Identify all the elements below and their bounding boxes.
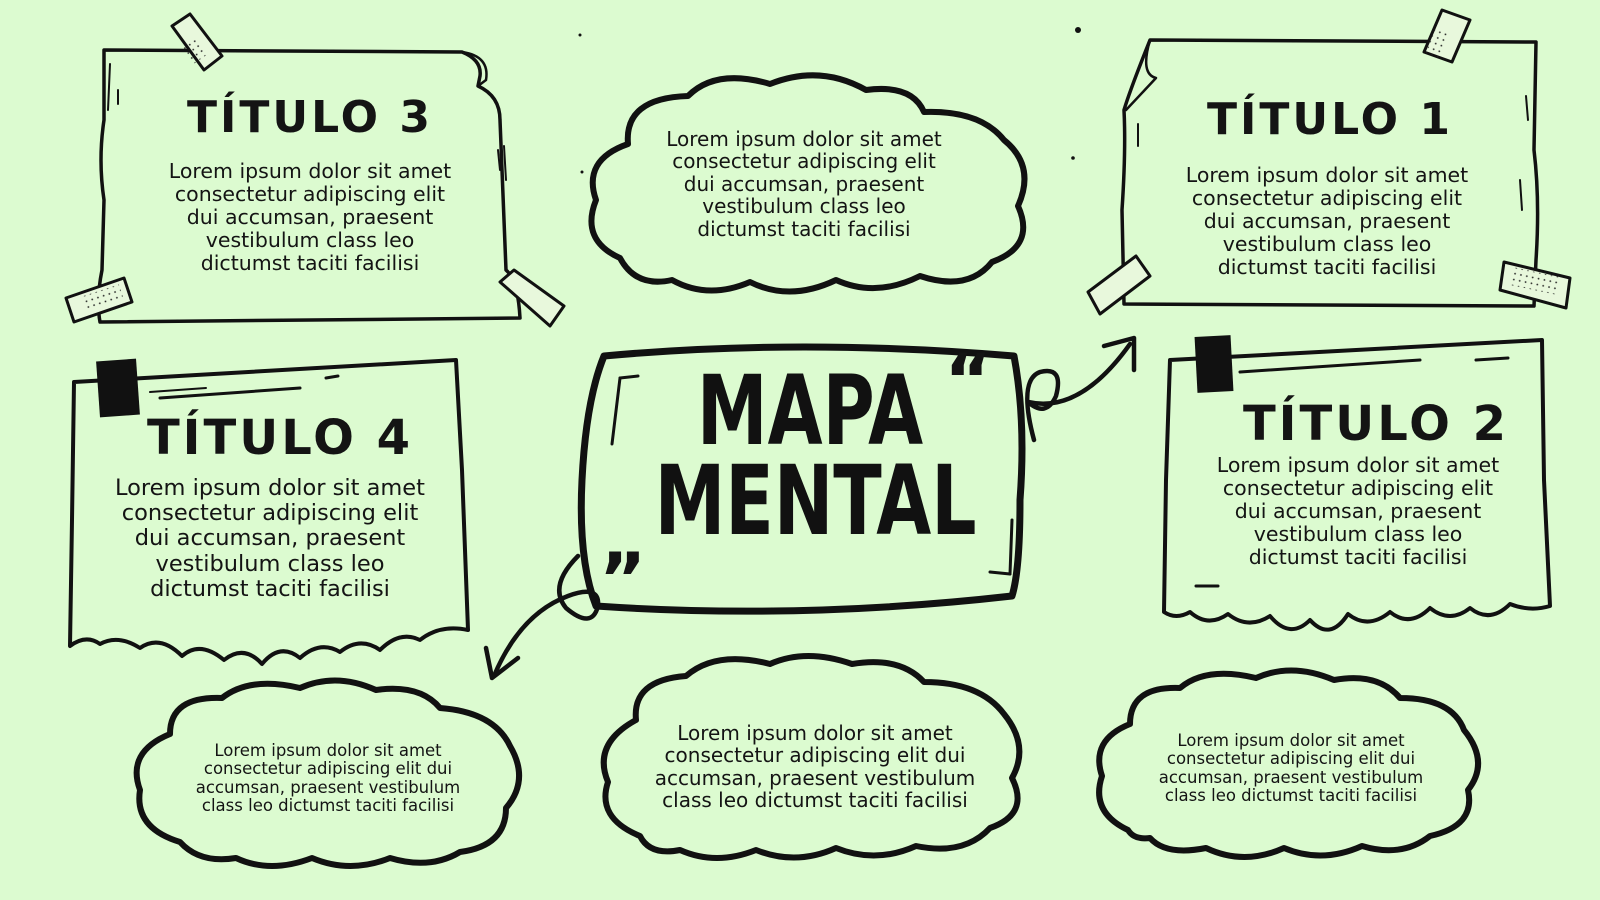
tape-icon xyxy=(1422,8,1472,64)
card-titulo1-body: Lorem ipsum dolor sit amet consectetur a… xyxy=(1185,163,1469,279)
arrow-to-bottom-left-cloud xyxy=(483,553,601,681)
card-titulo1-title: TÍTULO 1 xyxy=(1207,94,1453,145)
quote-open-mark: “ xyxy=(944,338,992,422)
cloud-bottom-right-body: Lorem ipsum dolor sit amet consectetur a… xyxy=(1158,731,1424,806)
card-titulo4-body: Lorem ipsum dolor sit amet consectetur a… xyxy=(115,475,425,602)
cloud-top-body: Lorem ipsum dolor sit amet consectetur a… xyxy=(666,127,942,241)
tape-icon xyxy=(498,268,566,328)
card-titulo4-title: TÍTULO 4 xyxy=(146,410,414,466)
card-titulo3-title: TÍTULO 3 xyxy=(187,92,433,143)
cloud-bottom-left-shape xyxy=(133,677,523,869)
quote-close-mark: „ xyxy=(600,498,648,582)
card-titulo1-shape xyxy=(1120,38,1540,308)
speck-details xyxy=(578,27,1081,174)
card-titulo2-title: TÍTULO 2 xyxy=(1242,396,1510,452)
card-titulo2-shape xyxy=(1162,335,1552,632)
arrow-to-titulo1 xyxy=(1025,335,1137,443)
card-titulo2-body: Lorem ipsum dolor sit amet consectetur a… xyxy=(1216,453,1500,569)
center-frame-shape xyxy=(577,343,1026,615)
cloud-bottom-middle-shape xyxy=(600,653,1023,861)
cloud-bottom-right-shape xyxy=(1096,667,1482,860)
tape-icon xyxy=(170,12,224,72)
tape-icon xyxy=(1086,254,1152,316)
cloud-bottom-middle-body: Lorem ipsum dolor sit amet consectetur a… xyxy=(654,721,976,813)
cloud-top-shape xyxy=(588,72,1028,295)
cloud-bottom-left-body: Lorem ipsum dolor sit amet consectetur a… xyxy=(195,741,461,816)
card-titulo4-shape xyxy=(68,358,470,666)
center-title: MAPA MENTAL xyxy=(654,355,977,558)
card-titulo3-body: Lorem ipsum dolor sit amet consectetur a… xyxy=(168,159,452,275)
tape-icon xyxy=(1498,260,1572,310)
tape-icon xyxy=(64,276,134,324)
